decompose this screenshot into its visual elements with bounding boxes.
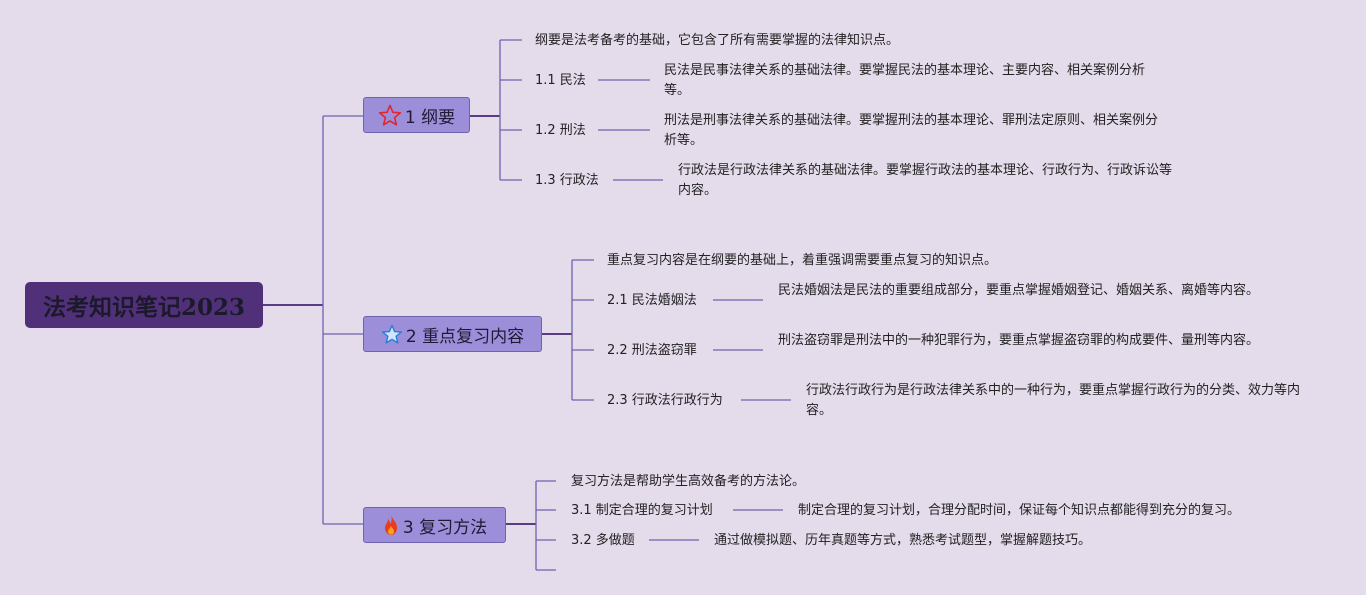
root-title: 法考知识笔记2023 bbox=[42, 294, 245, 321]
subtopic-description: 刑法盗窃罪是刑法中的一种犯罪行为，要重点掌握盗窃罪的构成要件、量刑等内容。 bbox=[778, 333, 1260, 348]
subtopic-label[interactable]: 3.1 制定合理的复习计划 bbox=[571, 503, 713, 518]
subtopic-label[interactable]: 2.2 刑法盗窃罪 bbox=[607, 343, 697, 358]
subtopic-description: 行政法是行政法律关系的基础法律。要掌握行政法的基本理论、行政行为、行政诉讼等内容… bbox=[678, 163, 1173, 198]
subtopic-description: 刑法是刑事法律关系的基础法律。要掌握刑法的基本理论、罪刑法定原则、相关案例分析等… bbox=[664, 113, 1159, 148]
subtopic-description: 行政法行政行为是行政法律关系中的一种行为，要重点掌握行政行为的分类、效力等内容。 bbox=[806, 383, 1301, 418]
topic-summary: 复习方法是帮助学生高效备考的方法论。 bbox=[571, 474, 806, 489]
subtopic-label[interactable]: 2.3 行政法行政行为 bbox=[607, 393, 723, 408]
subtopic-label[interactable]: 3.2 多做题 bbox=[571, 533, 635, 548]
subtopic-label[interactable]: 1.3 行政法 bbox=[535, 173, 599, 188]
subtopic-description: 通过做模拟题、历年真题等方式，熟悉考试题型，掌握解题技巧。 bbox=[714, 533, 1092, 548]
subtopic-label[interactable]: 2.1 民法婚姻法 bbox=[607, 293, 697, 308]
topic-key-review[interactable]: 2 重点复习内容 bbox=[363, 316, 542, 352]
topic-summary: 重点复习内容是在纲要的基础上，着重强调需要重点复习的知识点。 bbox=[607, 253, 998, 268]
subtopic-label[interactable]: 1.1 民法 bbox=[535, 73, 586, 88]
topic-label: 3 复习方法 bbox=[402, 517, 488, 538]
star-outline-red-icon bbox=[378, 104, 402, 126]
topic-review-methods[interactable]: 3 复习方法 bbox=[363, 507, 506, 543]
topic-outline[interactable]: 1 纲要 bbox=[363, 97, 470, 133]
fire-icon bbox=[382, 514, 400, 536]
subtopic-description: 民法婚姻法是民法的重要组成部分，要重点掌握婚姻登记、婚姻关系、离婚等内容。 bbox=[778, 283, 1260, 298]
root-node[interactable]: 法考知识笔记2023 bbox=[25, 282, 263, 328]
topic-label: 1 纲要 bbox=[404, 107, 456, 128]
topic-label: 2 重点复习内容 bbox=[405, 326, 525, 347]
star-outline-blue-icon bbox=[381, 324, 403, 344]
subtopic-description: 制定合理的复习计划，合理分配时间，保证每个知识点都能得到充分的复习。 bbox=[798, 503, 1241, 518]
subtopic-description: 民法是民事法律关系的基础法律。要掌握民法的基本理论、主要内容、相关案例分析等。 bbox=[664, 63, 1146, 98]
subtopic-label[interactable]: 1.2 刑法 bbox=[535, 123, 586, 138]
topic-summary: 纲要是法考备考的基础，它包含了所有需要掌握的法律知识点。 bbox=[535, 33, 900, 48]
